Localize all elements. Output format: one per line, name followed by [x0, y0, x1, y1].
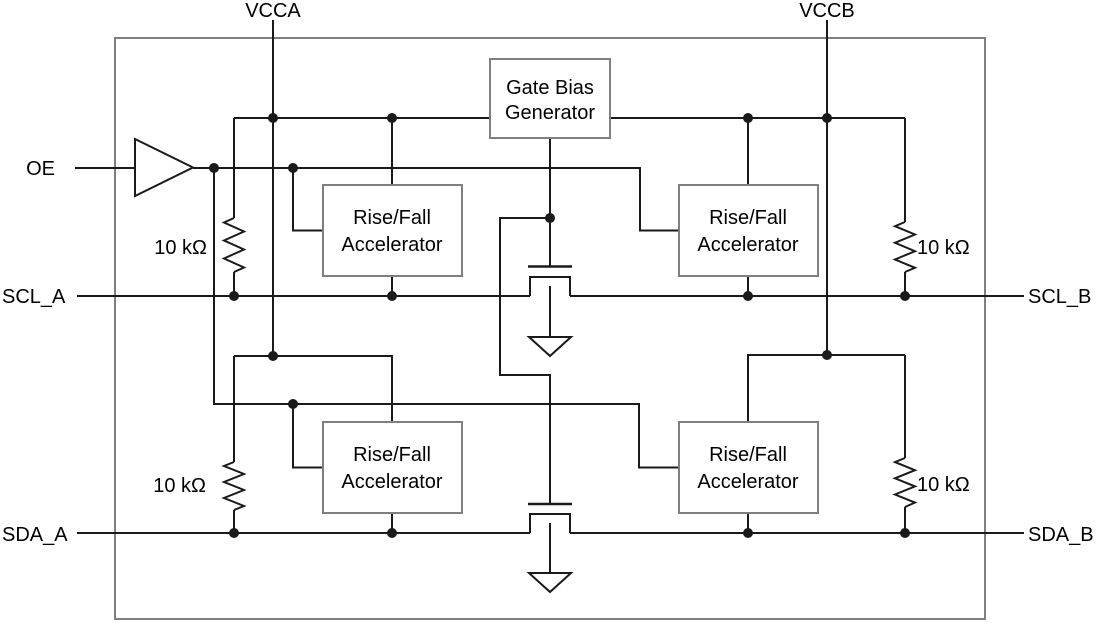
accelerator-bottom-left-block: Rise/Fall Accelerator	[322, 421, 463, 514]
oe-wire-to-bottom-right-accelerator	[213, 168, 679, 469]
accelerator-label-line1: Rise/Fall	[709, 207, 787, 229]
junction-dot	[387, 113, 397, 123]
resistor-zigzag	[892, 221, 918, 273]
mosfet-channel	[529, 276, 571, 296]
resistor-value-bottom-right: 10 kΩ	[917, 474, 970, 496]
junction-dot	[743, 291, 753, 301]
wires	[75, 20, 1024, 534]
bottom-left-rail	[234, 355, 393, 422]
mosfet-scl	[526, 265, 574, 358]
oe-buffer-triangle	[134, 137, 196, 198]
accelerator-label-line2: Accelerator	[341, 471, 442, 493]
gate-bias-generator-label-line2: Generator	[505, 102, 595, 124]
ground-icon	[526, 572, 574, 594]
junction-dot	[900, 291, 910, 301]
junction-dot	[268, 113, 278, 123]
resistor-value-top-right: 10 kΩ	[917, 237, 970, 259]
junction-dot	[822, 350, 832, 360]
accelerator-label-line1: Rise/Fall	[709, 444, 787, 466]
junction-dot	[209, 163, 219, 173]
accelerator-label-line2: Accelerator	[697, 471, 798, 493]
mosfet-channel	[529, 513, 571, 533]
junction-dot	[268, 351, 278, 361]
pin-label-vcca: VCCA	[245, 0, 301, 22]
junction-dot	[387, 528, 397, 538]
pin-label-sda-a: SDA_A	[2, 524, 68, 546]
junction-dots	[209, 113, 910, 538]
accelerator-label-line2: Accelerator	[341, 234, 442, 256]
ground-icon	[526, 336, 574, 358]
accelerator-label-line1: Rise/Fall	[353, 207, 431, 229]
pin-label-vccb: VCCB	[799, 0, 855, 22]
gate-bias-generator-block: Gate Bias Generator	[489, 58, 611, 139]
junction-dot	[743, 528, 753, 538]
mosfet-sda	[526, 502, 574, 594]
pin-label-sda-b: SDA_B	[1028, 524, 1094, 546]
accelerator-label-line1: Rise/Fall	[353, 444, 431, 466]
resistor-value-bottom-left: 10 kΩ	[153, 475, 206, 497]
resistor-zigzag	[221, 461, 247, 511]
gate-bias-generator-box	[489, 58, 611, 139]
resistor-zigzag	[892, 457, 918, 508]
junction-dot	[822, 113, 832, 123]
oe-wire-to-top-right-accelerator	[193, 167, 679, 232]
pin-label-scl-a: SCL_A	[2, 286, 66, 308]
accelerator-box	[322, 421, 463, 514]
junction-dot	[743, 113, 753, 123]
gate-bias-wire-bottom-fet	[499, 217, 551, 504]
junction-dot	[545, 213, 555, 223]
junction-dot	[229, 291, 239, 301]
oe-wire-to-bottom-left-accelerator	[292, 404, 323, 469]
junction-dot	[387, 291, 397, 301]
bottom-right-rail	[747, 354, 905, 422]
gate-bias-generator-label-line1: Gate Bias	[506, 77, 594, 99]
accelerator-top-left-block: Rise/Fall Accelerator	[322, 184, 463, 277]
resistor-zigzag	[221, 217, 247, 273]
oe-wire-to-top-left-accelerator	[292, 168, 323, 232]
pin-label-scl-b: SCL_B	[1028, 286, 1091, 308]
accelerator-bottom-right-block: Rise/Fall Accelerator	[678, 421, 819, 514]
junction-dot	[900, 528, 910, 538]
accelerator-top-right-block: Rise/Fall Accelerator	[678, 184, 819, 277]
junction-dot	[288, 163, 298, 173]
pin-label-oe: OE	[26, 158, 55, 180]
junction-dot	[229, 528, 239, 538]
resistor-value-top-left: 10 kΩ	[154, 237, 207, 259]
junction-dot	[288, 399, 298, 409]
accelerator-box	[678, 184, 819, 277]
accelerator-box	[678, 421, 819, 514]
accelerator-box	[322, 184, 463, 277]
accelerator-label-line2: Accelerator	[697, 234, 798, 256]
